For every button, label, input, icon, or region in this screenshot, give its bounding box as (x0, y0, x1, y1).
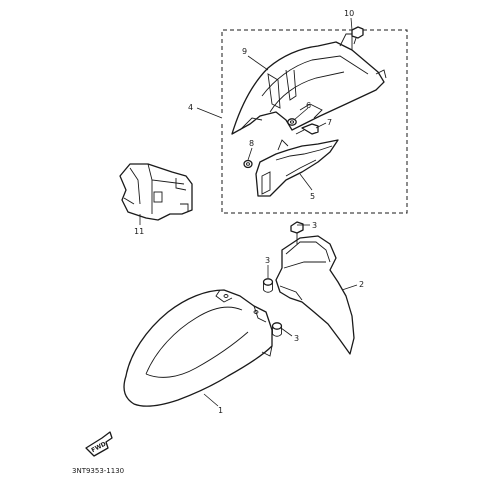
callout-2: 2 (359, 280, 364, 289)
part-3-collar-b (262, 278, 274, 293)
diagram-code: 3NT9353-1130 (72, 467, 124, 475)
callout-11: 11 (134, 227, 144, 236)
part-8-nut (243, 159, 253, 169)
part-10-bolt (351, 26, 364, 45)
callout-4: 4 (188, 103, 193, 112)
callout-9: 9 (242, 47, 247, 56)
callout-3a: 3 (312, 221, 317, 230)
callout-3b: 3 (265, 256, 270, 265)
assembly-4-dashed-box (221, 29, 408, 214)
part-7-screw (295, 123, 319, 135)
callout-3c: 3 (294, 334, 299, 343)
callout-10: 10 (344, 9, 354, 18)
callout-1: 1 (218, 406, 223, 415)
part-1-front-fender (123, 289, 273, 407)
callout-8: 8 (249, 139, 254, 148)
part-2-fender-stay (275, 235, 355, 355)
leader-lines (139, 17, 358, 407)
callout-7: 7 (327, 118, 332, 127)
part-5-inner-fender-lower (255, 139, 339, 197)
callout-6: 6 (306, 101, 311, 110)
part-9-inner-fender-upper (231, 33, 387, 135)
part-3-collar-c (271, 322, 283, 337)
part-6-washer (287, 118, 297, 126)
callout-5: 5 (310, 192, 315, 201)
part-11-bracket (119, 163, 193, 221)
fwd-arrow-icon: FWD (85, 431, 113, 457)
